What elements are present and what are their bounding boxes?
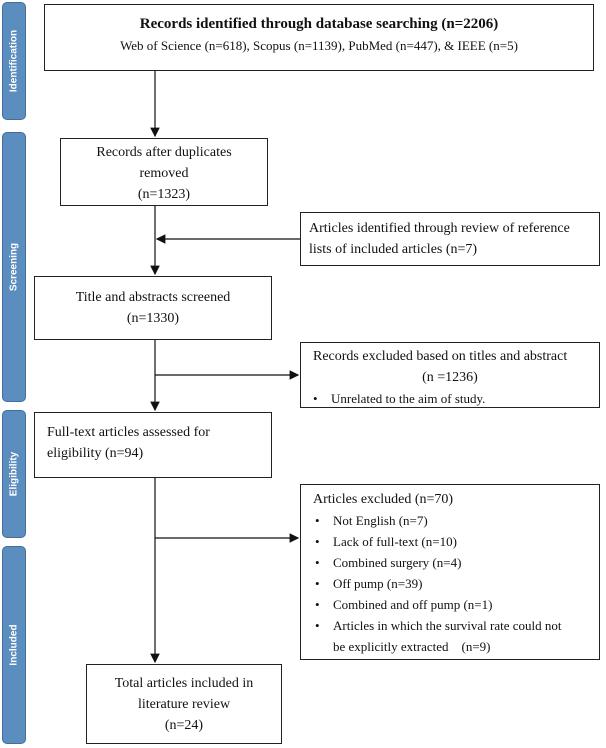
excluded-articles-box: Articles excluded (n=70) Not English (n=… <box>300 484 600 660</box>
excluded-titles-line1: Records excluded based on titles and abs… <box>313 349 568 364</box>
reference-lists-line1: Articles identified through review of re… <box>309 221 570 236</box>
full-text-line1: Full-text articles assessed for <box>47 425 210 440</box>
full-text-box: Full-text articles assessed for eligibil… <box>34 412 272 478</box>
screened-box: Title and abstracts screened (n=1330) <box>34 276 272 340</box>
reference-lists-box: Articles identified through review of re… <box>300 212 600 266</box>
list-item: Combined surgery (n=4) <box>309 552 591 573</box>
excluded-articles-title: Articles excluded (n=70) <box>313 492 454 507</box>
after-duplicates-box: Records after duplicates removed (n=1323… <box>60 138 268 206</box>
excluded-titles-list: Unrelated to the aim of study. <box>307 388 593 409</box>
reference-lists-line2: lists of included articles (n=7) <box>309 242 478 257</box>
list-item: Lack of full-text (n=10) <box>309 531 591 552</box>
excluded-titles-box: Records excluded based on titles and abs… <box>300 342 600 409</box>
excluded-titles-line2: (n =1236) <box>422 370 478 385</box>
included-line1: Total articles included in <box>114 676 254 691</box>
list-item: Combined and off pump (n=1) <box>309 594 591 615</box>
included-box: Total articles included in literature re… <box>86 664 282 744</box>
stage-screening: Screening <box>2 132 26 402</box>
screened-line2: (n=1330) <box>126 311 180 326</box>
identified-title: Records identified through database sear… <box>139 16 499 32</box>
after-duplicates-line1: Records after duplicates <box>96 145 232 160</box>
included-line3: (n=24) <box>164 718 204 733</box>
list-item: Not English (n=7) <box>309 510 591 531</box>
after-duplicates-line3: (n=1323) <box>137 187 191 202</box>
identified-sources: Web of Science (n=618), Scopus (n=1139),… <box>120 38 518 53</box>
identified-records-box: Records identified through database sear… <box>44 4 594 71</box>
list-item-continuation: be explicitly extracted (n=9) <box>333 639 491 654</box>
list-item: Articles in which the survival rate coul… <box>309 615 591 636</box>
excluded-articles-list: Not English (n=7) Lack of full-text (n=1… <box>309 510 591 657</box>
stage-identification: Identification <box>2 2 26 120</box>
full-text-line2: eligibility (n=94) <box>47 446 144 461</box>
list-item: Unrelated to the aim of study. <box>307 388 593 409</box>
after-duplicates-line2: removed <box>139 166 189 181</box>
included-line2: literature review <box>137 697 231 712</box>
stage-included: Included <box>2 546 26 744</box>
screened-line1: Title and abstracts screened <box>75 290 231 305</box>
stage-eligibility: Eligibility <box>2 410 26 538</box>
list-item: Off pump (n=39) <box>309 573 591 594</box>
